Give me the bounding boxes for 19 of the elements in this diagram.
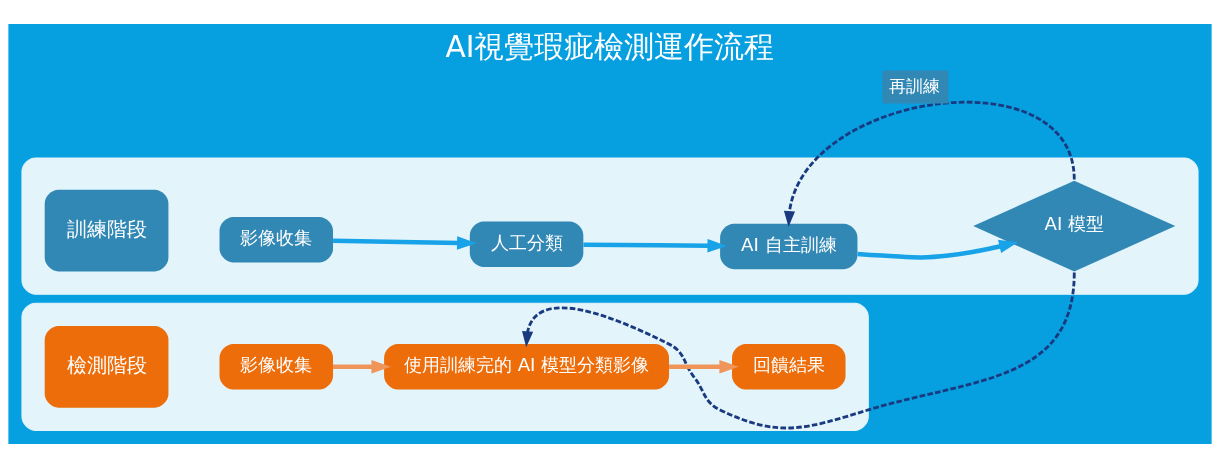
arrow	[857, 239, 1019, 260]
node-box: 人工分類	[469, 221, 584, 267]
node-box: 訓練階段	[44, 189, 169, 272]
node-box: AI 自主訓練	[720, 223, 858, 270]
node-box: 影像收集	[219, 216, 334, 263]
cluster	[21, 157, 1199, 295]
diagram-title: AI視覺瑕疵檢測運作流程	[445, 29, 775, 64]
node-box: 影像收集	[219, 344, 334, 390]
cluster	[21, 302, 869, 431]
arrow	[333, 360, 391, 374]
arrow	[522, 272, 1076, 430]
node-box: 檢測階段	[44, 325, 169, 408]
node-box: 回饋結果	[732, 344, 846, 390]
arrow	[669, 360, 739, 374]
arrow	[333, 236, 477, 250]
arrow	[583, 239, 727, 253]
edge-label: 再訓練	[889, 75, 941, 96]
node-diamond: AI 模型	[973, 180, 1176, 272]
node-box: 使用訓練完的 AI 模型分類影像	[384, 344, 670, 390]
